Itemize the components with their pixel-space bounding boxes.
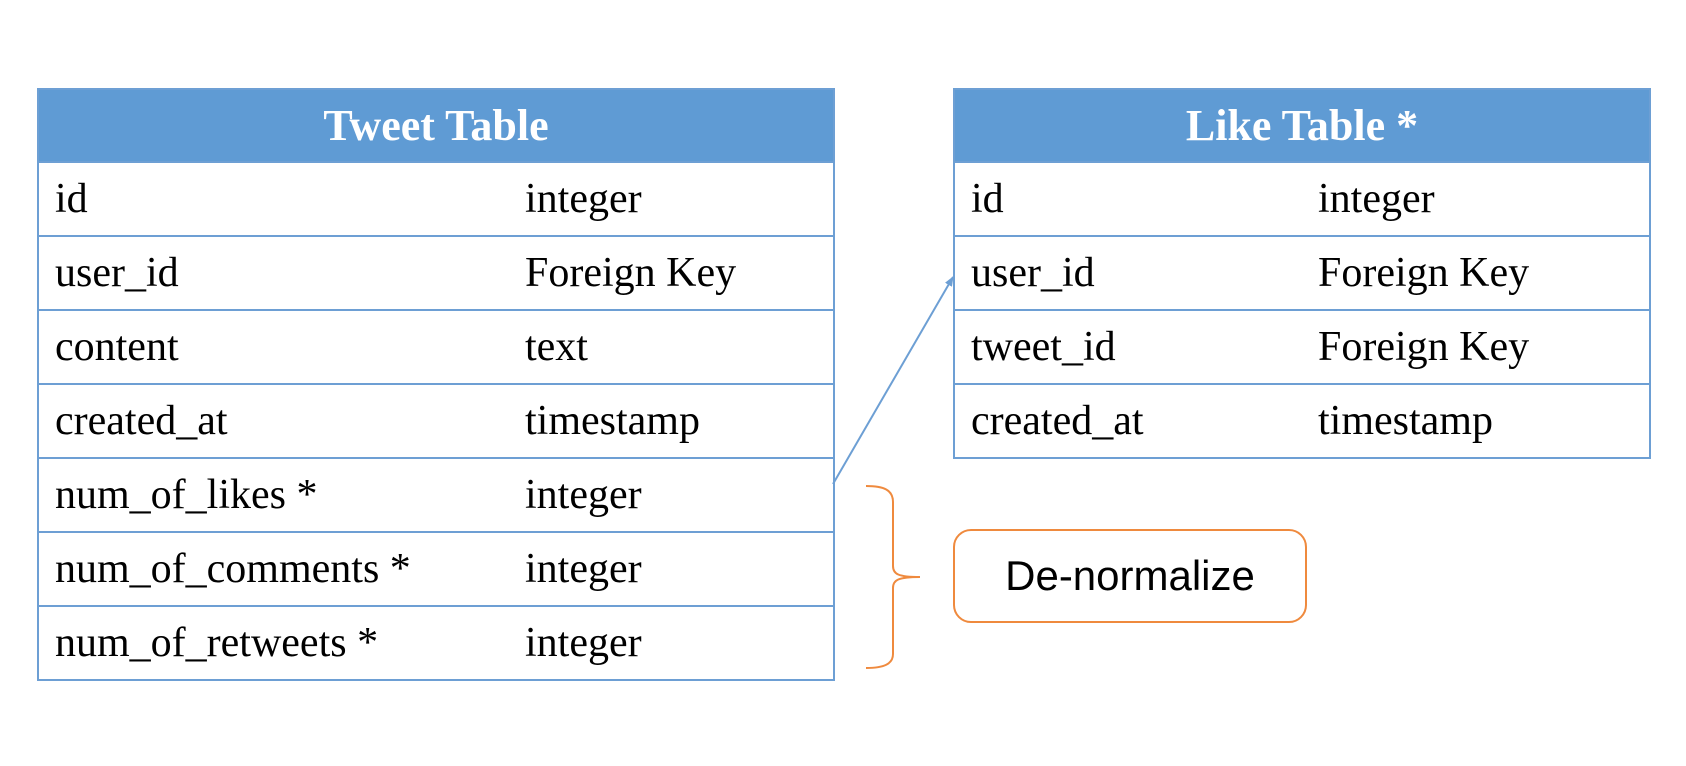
like-field-name: created_at xyxy=(954,383,1302,458)
denormalize-brace xyxy=(865,485,921,669)
tweet-table: Tweet Table id integer user_id Foreign K… xyxy=(37,88,835,681)
tweet-field-type: integer xyxy=(509,605,834,680)
tweet-table-row: num_of_likes * integer xyxy=(38,457,834,532)
like-field-name: id xyxy=(954,161,1302,236)
like-field-name: tweet_id xyxy=(954,309,1302,384)
like-table: Like Table * id integer user_id Foreign … xyxy=(953,88,1651,459)
like-field-type: integer xyxy=(1302,161,1650,236)
tweet-field-name: created_at xyxy=(38,383,509,458)
tweet-field-name: num_of_retweets * xyxy=(38,605,509,680)
tweet-field-type: text xyxy=(509,309,834,384)
tweet-field-name: num_of_comments * xyxy=(38,531,509,606)
like-field-type: Foreign Key xyxy=(1302,309,1650,384)
like-table-header-row: Like Table * xyxy=(954,89,1650,163)
like-table-row: tweet_id Foreign Key xyxy=(954,309,1650,384)
like-table-title: Like Table * xyxy=(954,89,1650,163)
tweet-table-title: Tweet Table xyxy=(38,89,834,163)
like-field-type: timestamp xyxy=(1302,383,1650,458)
like-table-row: user_id Foreign Key xyxy=(954,235,1650,310)
like-field-type: Foreign Key xyxy=(1302,235,1650,310)
tweet-field-type: Foreign Key xyxy=(509,235,834,310)
tweet-field-type: timestamp xyxy=(509,383,834,458)
tweet-field-type: integer xyxy=(509,161,834,236)
relation-arrow xyxy=(832,276,954,485)
tweet-table-row: num_of_comments * integer xyxy=(38,531,834,606)
tweet-table-row: user_id Foreign Key xyxy=(38,235,834,310)
denormalize-label: De-normalize xyxy=(1005,552,1255,599)
tweet-table-row: id integer xyxy=(38,161,834,236)
tweet-table-row: content text xyxy=(38,309,834,384)
tweet-field-name: user_id xyxy=(38,235,509,310)
tweet-table-row: num_of_retweets * integer xyxy=(38,605,834,680)
tweet-table-row: created_at timestamp xyxy=(38,383,834,458)
like-table-row: id integer xyxy=(954,161,1650,236)
like-table-row: created_at timestamp xyxy=(954,383,1650,458)
tweet-field-name: id xyxy=(38,161,509,236)
tweet-field-name: content xyxy=(38,309,509,384)
like-field-name: user_id xyxy=(954,235,1302,310)
tweet-field-type: integer xyxy=(509,531,834,606)
denormalize-annotation: De-normalize xyxy=(953,529,1307,623)
tweet-field-type: integer xyxy=(509,457,834,532)
tweet-field-name: num_of_likes * xyxy=(38,457,509,532)
tweet-table-header-row: Tweet Table xyxy=(38,89,834,163)
